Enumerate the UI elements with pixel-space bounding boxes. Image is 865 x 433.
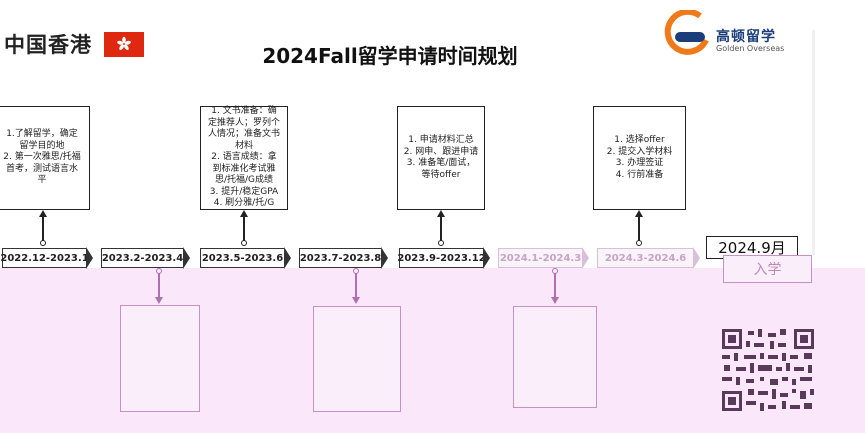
- page-title: 2024Fall留学申请时间规划: [262, 44, 518, 68]
- arrow-up-icon: [635, 210, 643, 217]
- stage-box-3: 1. 申请材料汇总 2. 网申、跟进申请 3. 准备笔/面试， 等待offer: [397, 106, 485, 210]
- region-header: 中国香港: [0, 30, 144, 58]
- step-arrow-icon: [284, 247, 291, 269]
- connector-line: [554, 273, 556, 297]
- step-arrow-icon: [582, 247, 589, 269]
- region-label: 中国香港: [4, 33, 92, 57]
- logo-chinese-name: 高顿留学: [716, 29, 776, 45]
- timeline-step-6: 2024.1-2024.3: [498, 247, 589, 269]
- connector-line: [42, 216, 44, 241]
- connector-line: [355, 273, 357, 297]
- arrow-down-icon: [551, 297, 559, 304]
- divider: [812, 30, 815, 255]
- timeline-step-5: 2023.9-2023.12: [397, 247, 490, 269]
- lower-stage-box-3: [513, 306, 597, 408]
- timeline-step-1: 2022.12-2023.1: [0, 247, 93, 269]
- stage-box-4: 1. 选择offer 2. 提交入学材料 3. 办理签证 4. 行前准备: [593, 106, 686, 210]
- final-date: 2024.9月: [706, 236, 798, 259]
- timeline-step-2: 2023.2-2023.4: [101, 247, 190, 269]
- connector-line: [638, 216, 640, 241]
- connector-line: [158, 273, 160, 297]
- step-arrow-icon: [183, 247, 190, 269]
- qr-code-icon: [720, 327, 816, 413]
- lower-stage-box-2: [313, 306, 401, 412]
- stage-box-1: 1.了解留学，确定 留学目的地 2. 第一次雅思/托福 首考，测试语言水 平: [0, 106, 90, 210]
- arrow-up-icon: [240, 210, 248, 217]
- arrow-down-icon: [352, 297, 360, 304]
- connector-dot: [241, 240, 247, 246]
- lower-stage-box-1: [120, 305, 200, 412]
- connector-line: [243, 216, 245, 241]
- step-arrow-icon: [693, 247, 700, 269]
- top-bar: [0, 0, 865, 30]
- logo-mark-icon: [664, 8, 709, 55]
- step-arrow-icon: [483, 247, 490, 269]
- connector-dot: [438, 240, 444, 246]
- step-arrow-icon: [86, 247, 93, 269]
- arrow-down-icon: [155, 297, 163, 304]
- timeline-step-7: 2024.3-2024.6: [597, 247, 700, 269]
- timeline-step-3: 2023.5-2023.6: [200, 247, 291, 269]
- enrollment-label: 入学: [723, 255, 812, 283]
- connector-dot: [40, 240, 46, 246]
- logo-english-name: Golden Overseas: [716, 44, 785, 53]
- connector-dot: [636, 240, 642, 246]
- step-arrow-icon: [381, 247, 388, 269]
- timeline-step-4: 2023.7-2023.8: [299, 247, 388, 269]
- stage-box-2: 1. 文书准备：确 定推荐人；罗列个 人情况；准备文书 材料 2. 语言成绩：拿…: [200, 106, 288, 210]
- hong-kong-flag-icon: [104, 31, 144, 57]
- arrow-up-icon: [437, 210, 445, 217]
- connector-line: [440, 216, 442, 241]
- arrow-up-icon: [39, 210, 47, 217]
- company-logo: 高顿留学 Golden Overseas: [660, 8, 820, 56]
